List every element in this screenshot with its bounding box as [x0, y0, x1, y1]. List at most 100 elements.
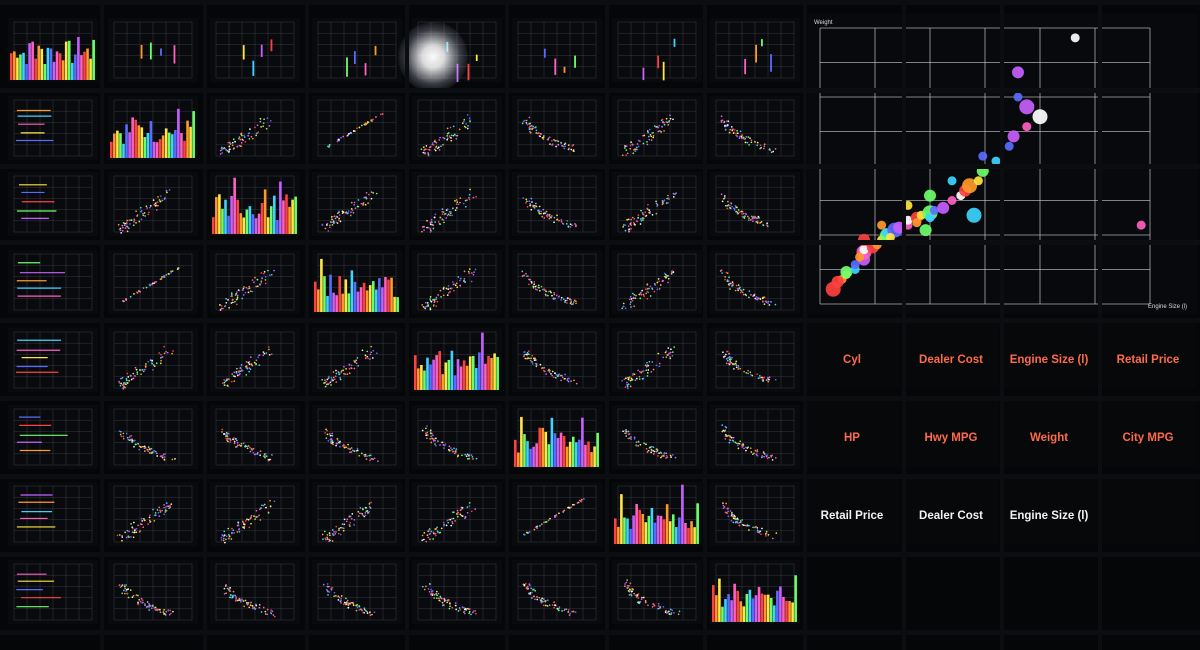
variable-label[interactable]: Dealer Cost [919, 510, 983, 522]
data-point [326, 382, 329, 385]
data-point [228, 150, 230, 153]
data-point [227, 440, 229, 443]
histogram-bar [314, 281, 317, 312]
data-point [125, 222, 128, 225]
data-point [443, 523, 445, 526]
histogram-bar [131, 117, 134, 158]
data-point [658, 362, 661, 365]
data-point [523, 274, 525, 277]
data-point [524, 357, 527, 360]
data-point [434, 149, 437, 152]
data-point [538, 205, 541, 208]
data-point [553, 216, 556, 219]
data-point [621, 307, 624, 310]
data-point [661, 203, 664, 206]
histogram-bar [242, 217, 246, 234]
data-point [744, 524, 747, 527]
data-point [642, 377, 645, 380]
data-point [365, 510, 368, 513]
data-point [767, 533, 770, 536]
variable-label[interactable]: Dealer Cost [919, 354, 983, 366]
data-point [427, 151, 429, 154]
data-point [424, 307, 427, 310]
x-axis-label: Engine Size (l) [1148, 304, 1187, 310]
data-point [530, 281, 533, 283]
data-point [426, 302, 429, 304]
data-point [726, 207, 729, 210]
data-point [370, 197, 373, 200]
data-point [667, 124, 670, 126]
data-point [730, 358, 732, 361]
data-point [429, 429, 432, 432]
data-point [575, 382, 578, 385]
data-point [629, 303, 632, 306]
data-point [631, 299, 634, 302]
data-point [728, 358, 731, 361]
variable-label[interactable]: Engine Size (l) [1009, 354, 1089, 366]
data-point [655, 202, 658, 205]
data-point [643, 442, 645, 445]
variable-label[interactable]: Retail Price [820, 510, 884, 522]
data-point [361, 507, 364, 510]
data-point [629, 144, 632, 147]
data-point [132, 536, 135, 539]
data-point [735, 442, 738, 445]
data-point [124, 587, 127, 590]
data-point [426, 431, 429, 434]
data-point [342, 369, 344, 372]
label-cell [903, 396, 999, 466]
data-point [264, 275, 267, 278]
data-point [665, 350, 668, 353]
data-point [521, 122, 524, 125]
data-point [325, 380, 328, 383]
data-point [572, 610, 575, 613]
histogram-bar [119, 133, 122, 158]
histogram-bar [417, 368, 420, 390]
data-point [450, 139, 453, 142]
data-point [160, 359, 162, 362]
data-point [269, 499, 271, 502]
data-point [635, 444, 638, 447]
variable-label[interactable]: Retail Price [1116, 354, 1180, 366]
histogram-bar [67, 40, 71, 80]
data-point [331, 224, 334, 226]
data-point [158, 515, 161, 517]
data-point [332, 379, 334, 382]
data-point [133, 445, 135, 448]
data-point [523, 351, 526, 353]
screen-bezel [0, 0, 1200, 5]
data-point [1022, 122, 1032, 132]
data-point [567, 380, 570, 383]
data-point [724, 425, 727, 428]
data-point [665, 120, 668, 123]
data-point [468, 502, 471, 504]
data-point [121, 224, 124, 227]
data-point [755, 453, 758, 456]
matrix-cell-r7-c2 [210, 560, 300, 624]
data-point [1019, 99, 1035, 115]
data-point [170, 612, 172, 615]
data-point [119, 229, 122, 231]
data-point [346, 603, 349, 606]
variable-label[interactable]: Weight [1029, 432, 1069, 444]
data-point [640, 209, 642, 212]
data-point [171, 270, 174, 273]
data-point [735, 210, 737, 213]
variable-label[interactable]: Hwy MPG [924, 432, 978, 444]
range-bar [744, 58, 747, 75]
data-point [232, 590, 235, 593]
data-point [328, 432, 331, 435]
data-point [728, 438, 731, 441]
variable-label[interactable]: City MPG [1122, 432, 1174, 444]
data-point [160, 195, 162, 197]
variable-label[interactable]: HP [844, 432, 860, 444]
data-point [245, 373, 248, 376]
data-point [144, 602, 146, 605]
variable-label[interactable]: Cyl [843, 354, 861, 366]
data-point [767, 380, 770, 383]
data-point [744, 215, 746, 218]
data-point [551, 139, 553, 142]
data-point [1012, 66, 1024, 79]
data-point [461, 506, 464, 509]
variable-label[interactable]: Engine Size (l) [1009, 510, 1089, 522]
